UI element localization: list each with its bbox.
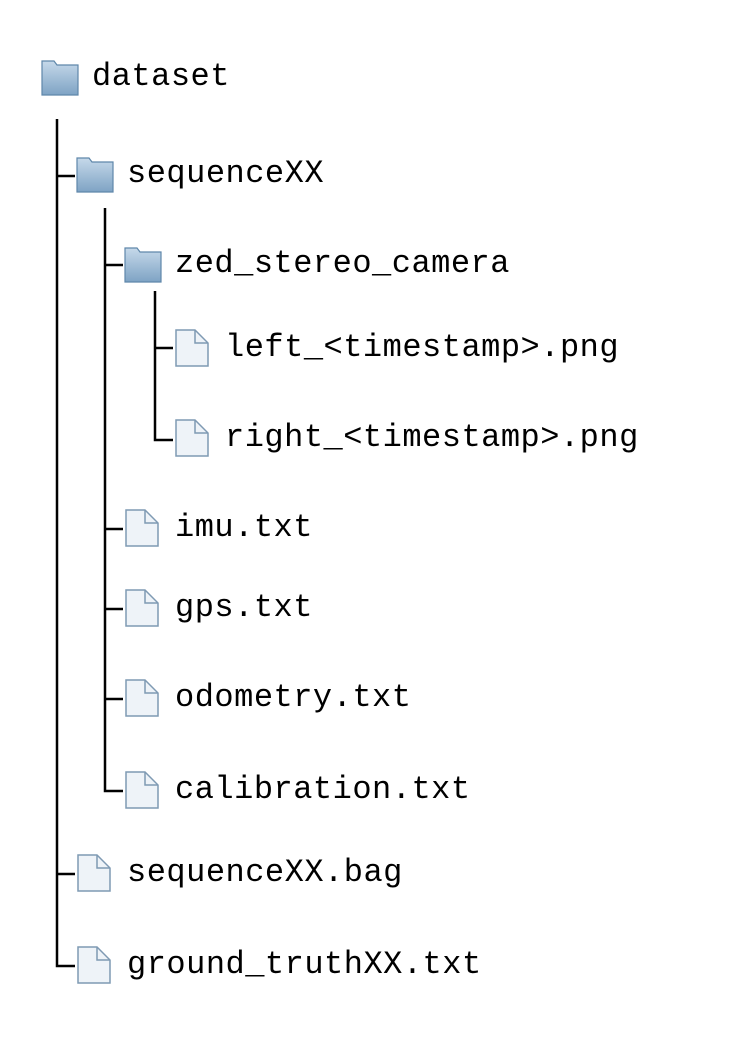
tree-node-gps-file[interactable]: gps.txt [123,588,313,628]
root-trunk-line [55,119,75,968]
tree-node-label: zed_stereo_camera [175,245,510,282]
tree-node-left-image[interactable]: left_<timestamp>.png [173,328,619,368]
file-icon [123,770,163,810]
tree-node-right-image[interactable]: right_<timestamp>.png [173,418,639,458]
camera-trunk-line [153,291,173,442]
file-icon [173,418,213,458]
tree-node-bag-file[interactable]: sequenceXX.bag [75,853,403,893]
folder-icon [40,57,80,97]
tree-node-camera-folder[interactable]: zed_stereo_camera [123,244,510,284]
tree-node-label: left_<timestamp>.png [225,329,620,366]
tree-node-imu-file[interactable]: imu.txt [123,508,313,548]
tree-node-calibration-file[interactable]: calibration.txt [123,770,471,810]
tree-node-label: odometry.txt [175,679,412,716]
file-icon [123,588,163,628]
tree-node-sequence-folder[interactable]: sequenceXX [75,154,324,194]
file-icon [123,508,163,548]
tree-node-label: sequenceXX.bag [127,854,403,891]
tree-node-label: imu.txt [175,509,313,546]
folder-icon [75,154,115,194]
tree-node-label: calibration.txt [175,771,471,808]
tree-node-odometry-file[interactable]: odometry.txt [123,678,411,718]
file-icon [75,853,115,893]
tree-node-label: right_<timestamp>.png [225,419,639,456]
tree-node-label: sequenceXX [127,155,325,192]
tree-node-label: ground_truthXX.txt [127,946,482,983]
tree-node-dataset[interactable]: dataset [40,57,230,97]
tree-node-ground-truth-file[interactable]: ground_truthXX.txt [75,945,482,985]
tree-node-label: gps.txt [175,589,313,626]
file-icon [123,678,163,718]
file-icon [173,328,213,368]
tree-node-label: dataset [92,58,230,95]
folder-icon [123,244,163,284]
sequence-trunk-line [103,208,123,793]
file-icon [75,945,115,985]
